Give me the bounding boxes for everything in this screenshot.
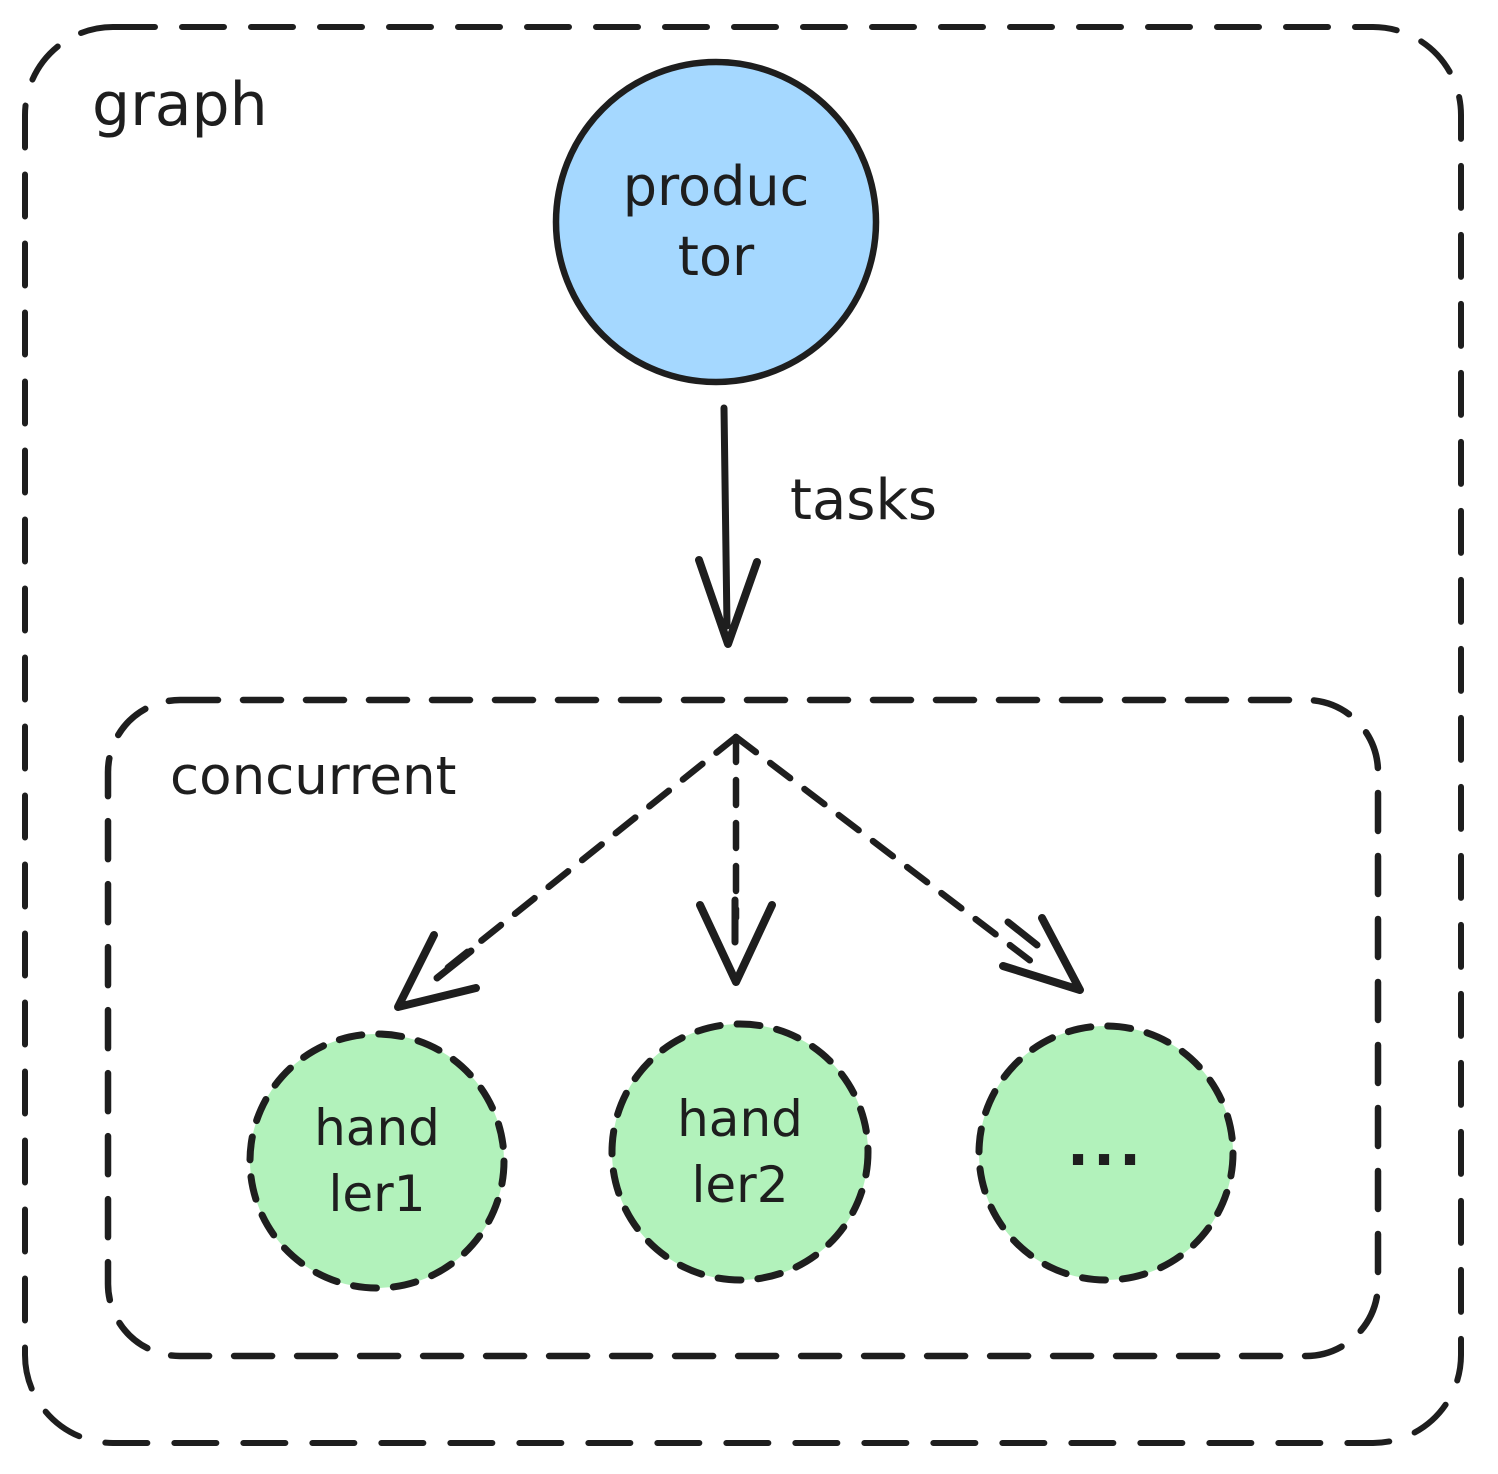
fanout-arrow-left-head [398,935,476,1007]
handler2-node-circle [612,1024,868,1280]
productor-node-label-line1: produc [622,155,810,218]
tasks-arrow-line [724,408,727,626]
handler1-node-label-line1: hand [314,1099,440,1157]
graph-group-border [25,27,1461,1443]
productor-node-label: produc tor [516,152,916,292]
handler1-node-label: hand ler1 [227,1095,527,1227]
handler2-node-label-line1: hand [677,1090,803,1148]
handler1-node-circle [250,1034,504,1288]
handler1-node-label-line2: ler1 [328,1165,426,1223]
fanout-arrow-middle-head [700,905,772,982]
concurrent-group-label: concurrent [170,746,457,807]
productor-node-circle [556,62,876,382]
tasks-edge-label: tasks [790,468,938,533]
fanout-arrow-left-line [441,737,736,973]
fanout-arrow-left-tick [437,951,471,978]
handler2-node-label-line2: ler2 [691,1156,789,1214]
more-handlers-node-circle [979,1026,1233,1280]
more-handlers-node-label: ... [1066,1111,1146,1179]
graph-group-label: graph [92,70,268,140]
fanout-arrow-right-tick [1008,922,1037,945]
handler2-node-label: hand ler2 [590,1086,890,1218]
fanout-arrow-right-head [1003,918,1080,990]
fanout-arrow-right-line [736,737,1036,965]
tasks-arrow-head [699,560,757,644]
concurrent-group-border [108,700,1378,1356]
productor-node-label-line2: tor [677,225,755,288]
